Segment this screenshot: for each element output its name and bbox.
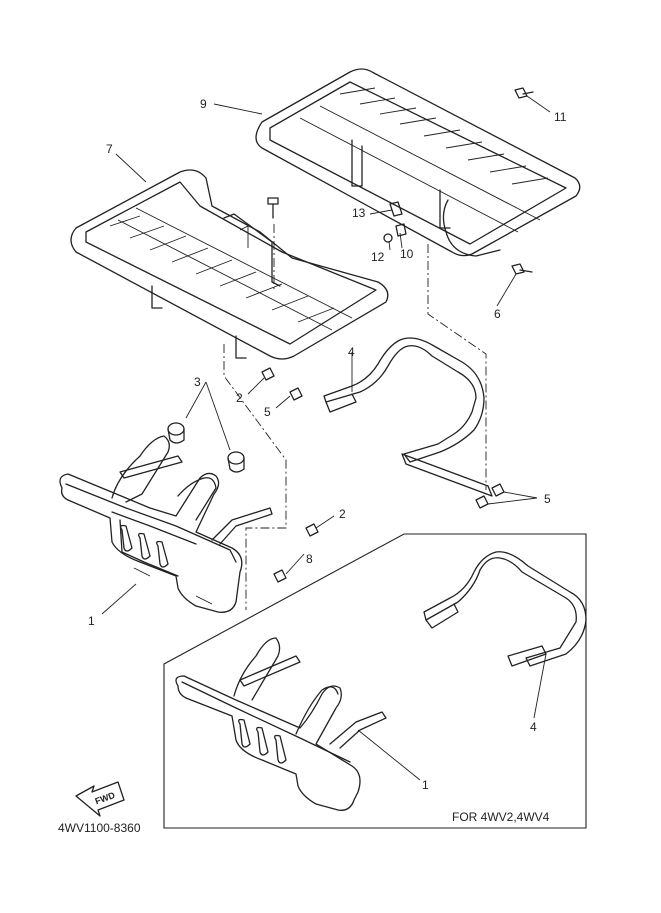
callout-13: 13 [352,206,366,220]
callout-12: 12 [371,250,385,264]
bumper-caps [167,422,245,473]
callout-6: 6 [494,307,501,321]
callout-2: 2 [236,391,243,405]
callout-5b: 5 [544,492,551,506]
leader-lines [101,95,551,781]
inset-bumper-guard [175,637,387,811]
variant-inset [163,533,587,829]
assembly-lines [223,224,487,610]
callout-9: 9 [200,97,207,111]
callout-1: 1 [88,614,95,628]
front-carrier-rack [70,169,389,360]
callout-10: 10 [400,247,414,261]
fwd-arrow-icon: FWD [75,781,125,817]
rear-carrier-rack [255,68,581,257]
callout-1b: 1 [422,778,429,792]
inset-side-bracket [423,551,587,667]
front-bumper-guard [59,435,273,613]
callout-labels: 9 7 11 13 12 10 6 4 3 2 5 5 2 8 1 4 1 [88,97,567,792]
inset-label: FOR 4WV2,4WV4 [452,810,550,824]
callout-2b: 2 [339,507,346,521]
callout-3: 3 [194,375,201,389]
callout-8: 8 [306,552,313,566]
callout-4b: 4 [530,720,537,734]
callout-4: 4 [348,345,355,359]
fasteners [261,87,534,583]
side-bracket [323,337,493,497]
callout-7: 7 [106,142,113,156]
callout-11: 11 [554,110,567,124]
callout-5: 5 [264,405,271,419]
diagram-code: 4WV1100-8360 [58,821,141,835]
